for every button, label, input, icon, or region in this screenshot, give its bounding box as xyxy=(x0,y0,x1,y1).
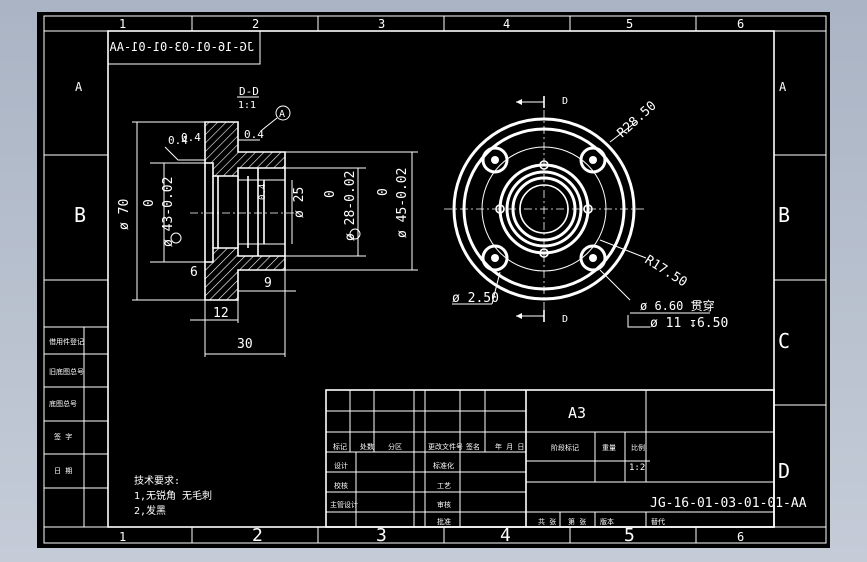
tech-requirements: 技术要求: 1,无锐角 无毛刺 2,发黑 xyxy=(134,474,212,517)
bottom-label-3: 版本 xyxy=(600,517,614,526)
zone-row-d-right: D xyxy=(778,459,790,483)
stage-head-1: 阶段标记 xyxy=(551,443,579,452)
section-hatch-upper xyxy=(204,121,286,177)
zone-col-3-bottom: 3 xyxy=(376,525,387,546)
dim-len-9: 9 xyxy=(264,276,272,291)
mid-label-3: 审核 xyxy=(437,500,451,509)
zone-row-b: B xyxy=(74,203,86,227)
stage-head-3: 比例 xyxy=(631,443,645,452)
design-row-1: 设计 xyxy=(334,461,348,470)
left-col-5: 日 期 xyxy=(54,467,72,475)
mid-label-4: 批准 xyxy=(437,517,451,526)
rev-head-1: 标记 xyxy=(333,442,347,451)
zone-col-6-bottom: 6 xyxy=(737,530,744,544)
zone-col-4-bottom: 4 xyxy=(500,525,511,546)
cut-mark-top: D xyxy=(562,96,568,107)
section-name: D-D xyxy=(239,85,259,98)
tech-req-title: 技术要求: xyxy=(134,474,180,487)
zone-col-5: 5 xyxy=(626,17,633,31)
rev-head-3: 分区 xyxy=(388,442,402,451)
dim-d45: ø 45-0.02 xyxy=(395,168,410,238)
zone-ticks xyxy=(44,16,826,543)
flange-outer xyxy=(452,117,636,301)
chamfer-1: 0.4 xyxy=(181,131,201,144)
rev-head-5: 签名 xyxy=(466,442,480,451)
code-box xyxy=(107,30,261,65)
dim-d25: ø 25 xyxy=(292,187,307,218)
left-col-3: 底图总号 xyxy=(49,399,77,408)
rev-head-4: 更改文件号 xyxy=(428,442,463,451)
dim-d70: ø 70 xyxy=(117,199,132,230)
bottom-label-2: 第 张 xyxy=(568,517,586,526)
dim-d28: ø 28-0.02 xyxy=(343,171,358,241)
chamfer-2: 0.4 xyxy=(168,134,188,147)
zone-row-b-right: B xyxy=(778,203,790,227)
scale-value: 1:2 xyxy=(629,463,645,473)
format-label: A3 xyxy=(568,404,586,422)
zone-row-a: A xyxy=(75,80,83,94)
chamfer-3: 0.4 xyxy=(244,128,264,141)
zone-col-3: 3 xyxy=(378,17,385,31)
cut-mark-bottom: D xyxy=(562,314,568,325)
dim-len-30: 30 xyxy=(237,337,253,352)
body-outline xyxy=(204,163,286,262)
title-block: A3 标记 处数 分区 更改文件号 签名 年 月 日 设计 校核 主管设计 标准… xyxy=(325,389,807,528)
zone-row-c-right: C xyxy=(778,329,790,353)
tech-req-2: 2,发黑 xyxy=(134,504,166,517)
detail-marker-circle xyxy=(275,105,291,121)
dim-d45-zero: 0 xyxy=(376,188,391,196)
drawing-sheet xyxy=(37,12,830,548)
rev-head-6: 年 月 日 xyxy=(495,442,524,451)
left-column: 借用件登记 旧底图总号 底图总号 签 字 日 期 xyxy=(43,326,109,528)
zone-col-5-bottom: 5 xyxy=(624,525,635,546)
stage-head-2: 重量 xyxy=(602,444,616,452)
left-col-1: 借用件登记 xyxy=(49,337,84,346)
section-scale: 1:1 xyxy=(238,100,256,111)
dim-d250: ø 2.50 xyxy=(452,291,499,306)
hole-cbore: ø 11 ↧6.50 xyxy=(650,316,728,331)
left-col-2: 旧底图总号 xyxy=(49,367,84,376)
zone-col-1: 1 xyxy=(119,17,126,31)
rev-head-2: 处数 xyxy=(360,442,374,451)
section-view: D-D 1:1 A 0.4 0.4 0.4 0.4 ø 70 0 ø 43-0 xyxy=(117,85,418,357)
zone-row-a-right: A xyxy=(779,80,787,94)
bolt-holes xyxy=(481,146,607,272)
dim-d43-zero: 0 xyxy=(142,199,157,207)
chamfer-4: 0.4 xyxy=(258,184,268,200)
hole-note: ø 6.60 贯穿 xyxy=(640,298,715,313)
zone-col-6: 6 xyxy=(737,17,744,31)
left-col-4: 签 字 xyxy=(54,432,72,441)
mid-label-1: 标准化 xyxy=(433,461,454,470)
zone-col-1-bottom: 1 xyxy=(119,530,126,544)
zone-col-4: 4 xyxy=(503,17,510,31)
drawing-number: JG-16-01-03-01-01-AA xyxy=(650,496,807,511)
mid-label-2: 工艺 xyxy=(437,482,451,490)
dim-len-6: 6 xyxy=(190,265,198,280)
mirrored-code: JG-16-01-03-01-01-AA xyxy=(109,40,254,54)
dim-d43: ø 43-0.02 xyxy=(161,177,176,247)
tech-req-1: 1,无锐角 无毛刺 xyxy=(134,489,212,502)
zone-labels: 1 2 3 4 5 6 1 2 3 4 5 6 A B A B C D xyxy=(74,17,790,546)
design-row-2: 校核 xyxy=(334,481,348,490)
dim-d28-zero: 0 xyxy=(323,190,338,198)
detail-marker: A xyxy=(279,109,285,120)
zone-col-2-bottom: 2 xyxy=(252,525,263,546)
dim-len-12: 12 xyxy=(213,306,229,321)
bottom-label-4: 替代 xyxy=(651,517,665,526)
design-row-3: 主管设计 xyxy=(330,500,358,509)
zone-col-2: 2 xyxy=(252,17,259,31)
bottom-label-1: 共 张 xyxy=(538,517,556,526)
